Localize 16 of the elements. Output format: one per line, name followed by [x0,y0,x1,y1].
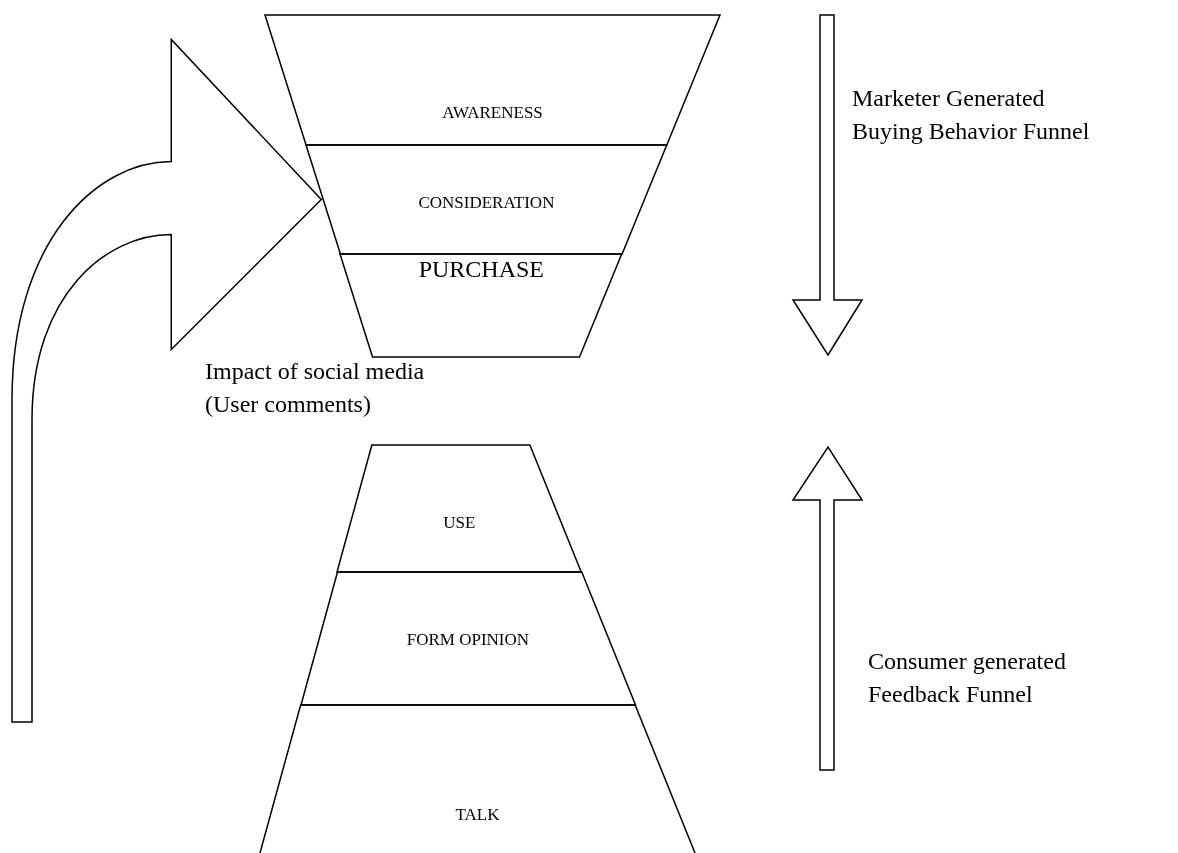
funnel-stage [336,445,583,572]
stage-label: FORM OPINION [405,630,531,650]
stage-label: AWARENESS [441,103,544,123]
stage-label: USE [442,513,477,533]
stage-label: CONSIDERATION [417,193,556,213]
funnel-stage [259,705,696,853]
curved-arrow [11,38,322,723]
annotation-text: Consumer generated Feedback Funnel [868,647,1067,709]
funnel-stage [299,572,637,705]
annotation-text: Impact of social media (User comments) [205,357,426,419]
funnel-stage [264,15,721,145]
annotation-text: Marketer Generated Buying Behavior Funnel [852,84,1091,146]
funnel-stage [305,145,668,254]
stage-label: PURCHASE [417,256,545,283]
stage-label: TALK [454,805,501,825]
funnel-stage [339,254,624,357]
